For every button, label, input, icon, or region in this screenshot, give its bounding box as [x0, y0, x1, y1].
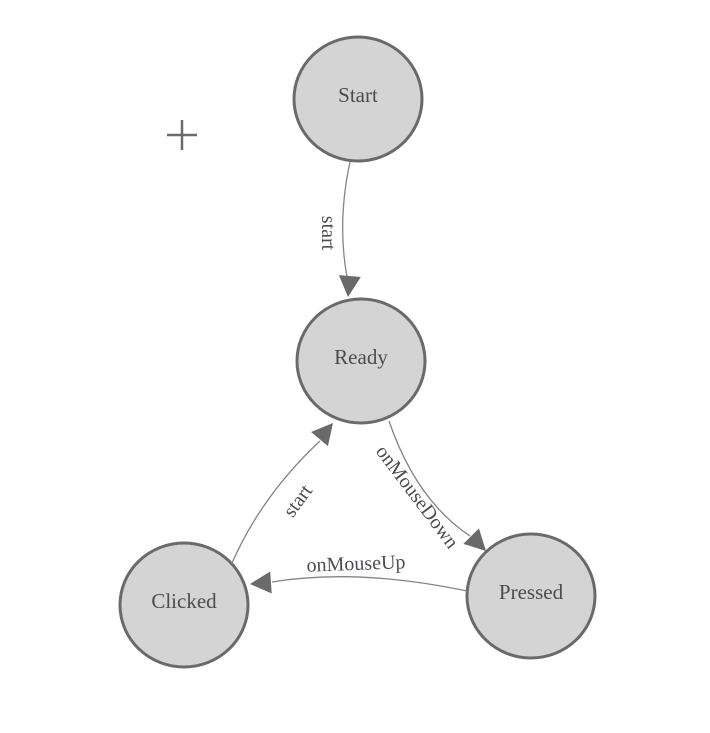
edge-ready-to-pressed-label: onMouseDown — [371, 441, 463, 553]
node-pressed-label: Pressed — [499, 580, 564, 604]
edge-pressed-to-clicked-line — [271, 576, 468, 592]
node-clicked[interactable]: Clicked — [118, 541, 250, 669]
node-ready-label: Ready — [334, 345, 388, 369]
node-start-shape — [292, 35, 424, 163]
edge-pressed-to-clicked-label: onMouseUp — [306, 551, 406, 576]
edge-clicked-to-ready-line — [231, 440, 321, 564]
node-ready[interactable]: Ready — [295, 297, 427, 425]
edge-start-to-ready[interactable]: start — [317, 161, 361, 297]
node-pressed[interactable]: Pressed — [465, 532, 597, 660]
arrowhead-icon — [250, 571, 272, 594]
arrowhead-icon — [311, 423, 333, 447]
edge-ready-to-pressed-line — [388, 420, 471, 537]
node-clicked-shape — [118, 541, 250, 669]
edge-ready-to-pressed[interactable]: onMouseDown — [371, 420, 486, 553]
node-start-label: Start — [338, 83, 378, 107]
crosshair-plus-icon — [167, 120, 197, 150]
arrowhead-icon — [338, 275, 361, 297]
arrowhead-icon — [463, 528, 486, 551]
node-pressed-shape — [465, 532, 597, 660]
node-start[interactable]: Start — [292, 35, 424, 163]
edge-start-to-ready-line — [342, 161, 351, 278]
node-ready-shape — [295, 297, 427, 425]
edge-clicked-to-ready-label: start — [279, 480, 317, 521]
edge-start-to-ready-label: start — [317, 216, 339, 251]
node-clicked-label: Clicked — [151, 589, 217, 613]
edge-clicked-to-ready[interactable]: start — [231, 423, 333, 564]
edge-pressed-to-clicked[interactable]: onMouseUp — [250, 551, 468, 594]
